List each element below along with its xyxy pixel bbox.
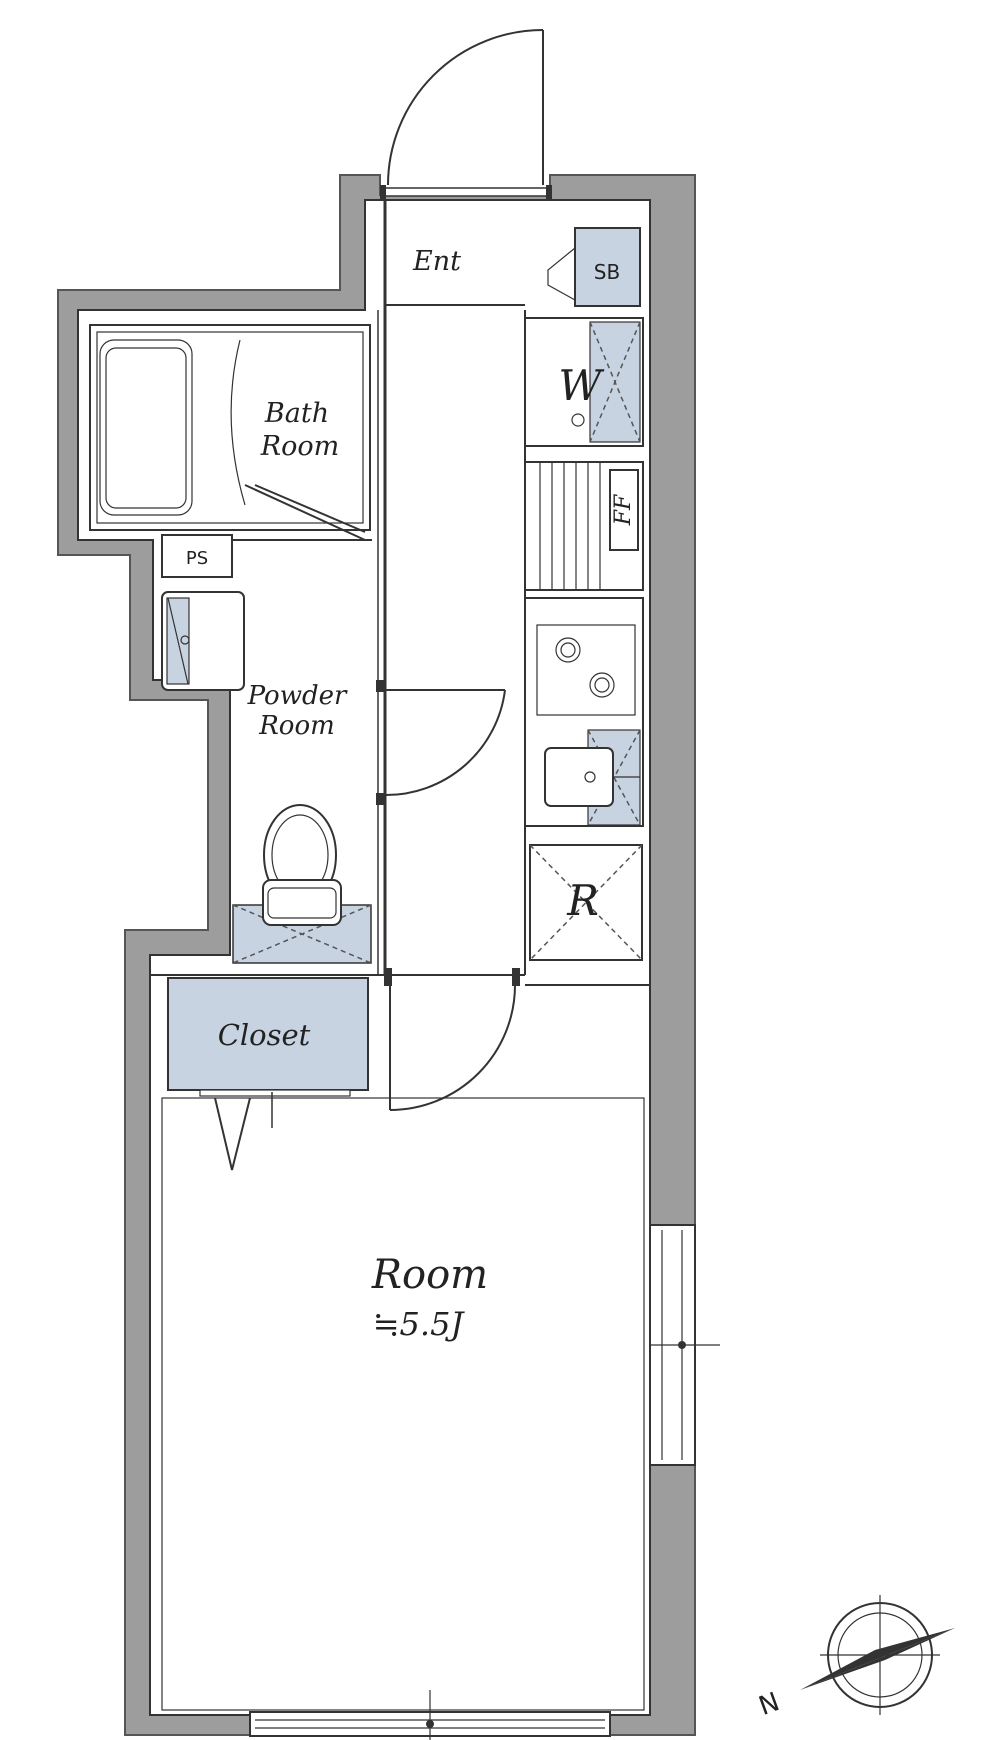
closet: Closet (167, 977, 369, 1097)
powder-label-line2: Room (258, 711, 335, 741)
washing-machine-space: W (524, 317, 644, 447)
bath-label-line1: Bath (264, 398, 329, 429)
shoe-box: SB (547, 227, 641, 307)
ff-label: FF (611, 494, 636, 526)
bottom-window (249, 1690, 611, 1740)
main-room-outline (161, 1097, 645, 1711)
refrigerator-space: R (529, 844, 643, 961)
pipe-space: PS (161, 534, 233, 578)
shoe-box-label: SB (594, 260, 620, 284)
bath-door[interactable] (244, 484, 366, 541)
kitchen-sink (544, 747, 614, 807)
washer-label: W (558, 361, 605, 410)
toilet (232, 804, 372, 964)
washbasin (161, 591, 245, 691)
pipe-space-label: PS (186, 548, 208, 569)
bathtub (99, 339, 193, 516)
stove (536, 624, 636, 716)
side-window (649, 1224, 720, 1466)
powder-label-line1: Powder (247, 681, 348, 711)
main-room-size: ≒5.5J (373, 1305, 466, 1343)
compass-north-label: N (755, 1687, 784, 1722)
entrance-door[interactable] (380, 29, 552, 201)
bath-room: Bath Room (89, 324, 371, 533)
fridge-ff-area: FF (524, 461, 644, 591)
entrance-label: Ent (412, 246, 461, 277)
closet-label: Closet (218, 1018, 311, 1052)
bath-label-line2: Room (260, 431, 339, 462)
kitchen-counter (524, 597, 644, 827)
powder-room-door[interactable] (376, 680, 506, 805)
refrigerator-label: R (566, 876, 599, 925)
compass: N (755, 1595, 955, 1722)
main-room-label: Room (371, 1252, 488, 1298)
room-door[interactable] (384, 968, 520, 1111)
